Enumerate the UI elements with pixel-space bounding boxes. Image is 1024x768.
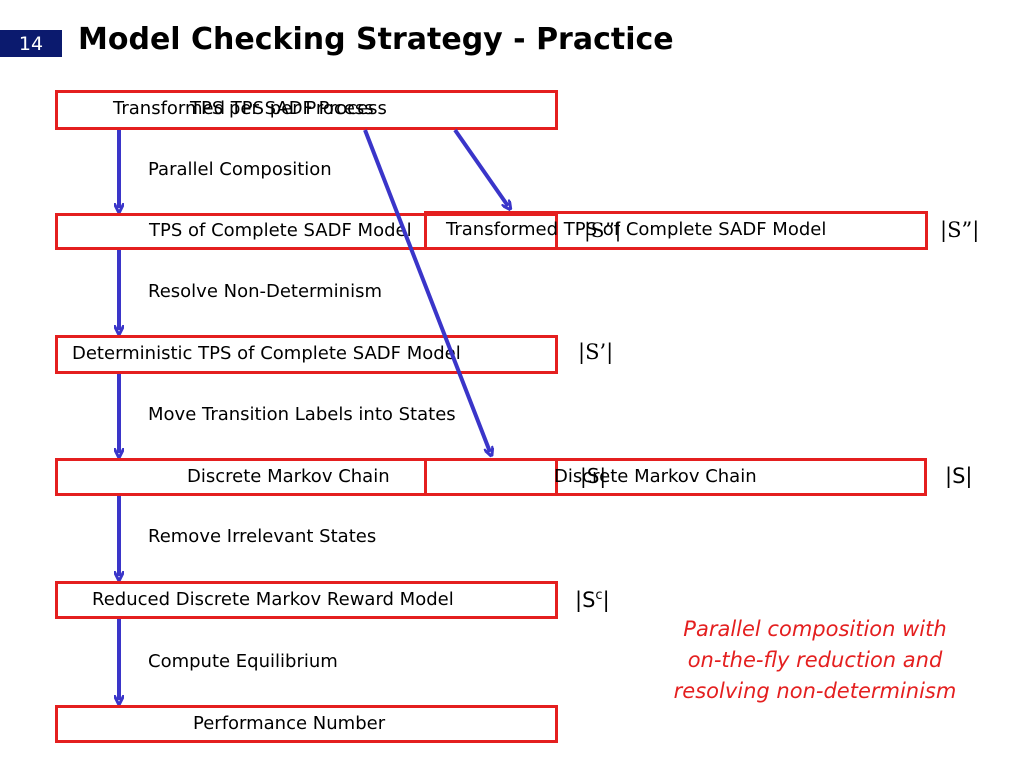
box-discrete-markov-chain-right-label: Discrete Markov Chain	[554, 466, 757, 487]
set-size-s-double-prime-mid: |S”|	[584, 218, 622, 242]
step-remove-irrelevant-states: Remove Irrelevant States	[148, 526, 377, 547]
box-discrete-markov-chain-inner	[424, 458, 558, 496]
set-size-s-double-prime: |S”|	[940, 218, 980, 242]
step-resolve-non-determinism: Resolve Non-Determinism	[148, 281, 382, 302]
side-note-line-2: on-the-fly reduction and	[687, 648, 943, 672]
arrow-diag-transformed	[453, 128, 508, 206]
box-performance-number-label: Performance Number	[193, 713, 386, 734]
box-tps-complete-model-label: TPS of Complete SADF Model	[149, 220, 412, 241]
box-tps-per-process	[55, 90, 558, 130]
box-deterministic-tps	[55, 335, 558, 374]
step-move-transition-labels: Move Transition Labels into States	[148, 404, 456, 425]
box-discrete-markov-chain-label: Discrete Markov Chain	[187, 466, 390, 487]
set-size-s-c-base: |S	[575, 588, 596, 612]
set-size-s-c: |Sc|	[575, 588, 610, 612]
box-reduced-markov-reward-model	[55, 581, 558, 619]
side-note: Parallel composition with on-the-fly red…	[650, 614, 980, 707]
set-size-s-prime: |S’|	[578, 340, 614, 364]
box-transformed-tps-per-process-label: Transformed TPS per Process	[113, 98, 374, 119]
step-compute-equilibrium: Compute Equilibrium	[148, 651, 338, 672]
side-note-line-3: resolving non-determinism	[673, 679, 957, 703]
set-size-s-c-end: |	[602, 588, 610, 612]
box-reduced-markov-reward-model-label: Reduced Discrete Markov Reward Model	[92, 589, 454, 610]
box-transformed-tps-complete-model-label: Transformed TPS of Complete SADF Model	[446, 219, 827, 240]
side-note-line-1: Parallel composition with	[683, 617, 947, 641]
set-size-s: |S|	[945, 464, 973, 488]
slide-number: 14	[0, 30, 62, 57]
box-performance-number	[55, 705, 558, 743]
slide-title: Model Checking Strategy - Practice	[78, 22, 674, 57]
box-deterministic-tps-label: Deterministic TPS of Complete SADF Model	[72, 343, 461, 364]
set-size-s-mid: |S|	[580, 464, 607, 488]
box-tps-per-sadf-process-label: TPS per SADF Process	[190, 98, 387, 119]
set-size-s-c-sup: c	[595, 588, 603, 603]
step-parallel-composition: Parallel Composition	[148, 159, 332, 180]
